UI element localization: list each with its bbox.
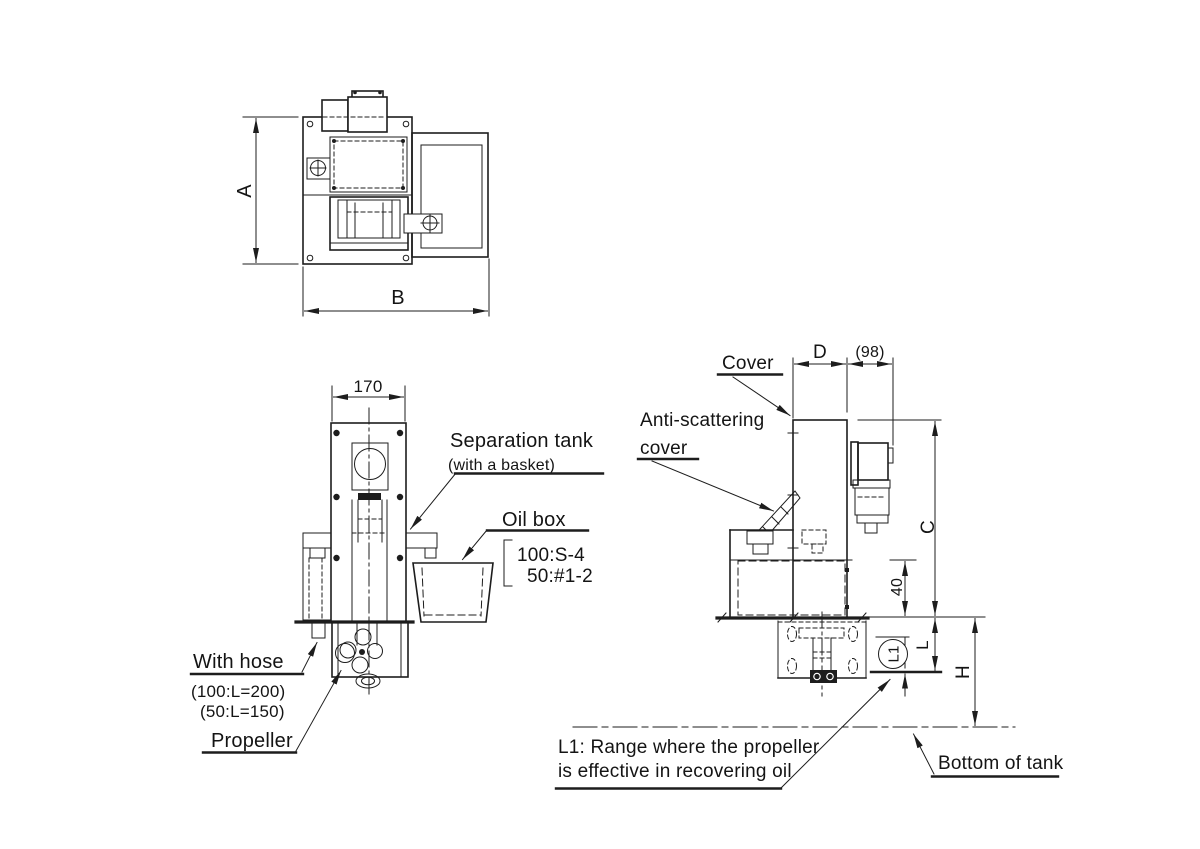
front-view: 170 [189, 377, 605, 754]
cover-leader [732, 376, 791, 417]
dimension-h-label: H [953, 665, 974, 679]
dimension-c: C [857, 419, 942, 616]
l1-note-text-1: L1: Range where the propeller [558, 737, 820, 758]
separation-tank-text: Separation tank [450, 430, 594, 452]
l1-note: L1: Range where the propeller is effecti… [554, 678, 891, 790]
with-hose-text: With hose [193, 651, 284, 673]
dimension-d-label: D [813, 342, 827, 363]
l1-balloon [878, 639, 908, 669]
side-view-motor [850, 441, 894, 534]
oil-box-text: Oil box [502, 509, 566, 531]
dimension-l: L [913, 618, 938, 671]
top-view: A B [234, 90, 490, 317]
front-view-pump [351, 442, 389, 623]
oil-box-spec-2: 50:#1-2 [527, 566, 593, 587]
anti-scattering-leader [651, 460, 775, 512]
top-view-tank [329, 136, 408, 193]
l1-note-text-2: is effective in recovering oil [558, 761, 792, 782]
bottom-of-tank-label: Bottom of tank [912, 733, 1064, 778]
spec-bracket [503, 539, 513, 587]
front-view-hose-column [302, 532, 332, 639]
anti-scattering-label: Anti-scattering cover [636, 410, 775, 512]
dimension-l1-label: L1 [886, 645, 903, 662]
with-hose-label: With hose (100:L=200) (50:L=150) [189, 641, 318, 721]
top-view-base-plate [302, 116, 413, 265]
dimension-h: H [953, 618, 978, 726]
dimension-98-label: (98) [855, 344, 884, 361]
top-view-left-fitting [306, 157, 331, 180]
l1-note-leader [780, 678, 891, 789]
side-view-propeller-housing [777, 611, 867, 697]
dimension-170: 170 [331, 377, 406, 422]
propeller-text: Propeller [211, 730, 293, 752]
propeller-label: Propeller [201, 669, 342, 754]
cover-label: Cover [716, 353, 791, 417]
hose-end [311, 621, 326, 639]
dimension-40-label: 40 [889, 578, 906, 596]
dimension-40: 40 [889, 559, 917, 616]
separation-tank-label: Separation tank (with a basket) [409, 430, 605, 530]
bottom-of-tank-leader [912, 733, 935, 775]
dimension-b-label: B [391, 287, 405, 309]
top-view-right-flange [403, 213, 443, 234]
dimension-170-label: 170 [354, 377, 383, 396]
dimension-a-label: A [234, 184, 256, 198]
side-view-cover [792, 419, 848, 619]
front-view-right-bracket [405, 532, 438, 559]
anti-scattering-text-1: Anti-scattering [640, 410, 764, 431]
anti-scattering-text-2: cover [640, 438, 688, 459]
dimension-d: D (98) [792, 342, 894, 446]
top-view-oil-box [411, 132, 489, 258]
cover-text: Cover [722, 353, 774, 374]
side-view-anti-scattering-cover [746, 490, 827, 555]
hose-spec-1: (100:L=200) [191, 682, 285, 701]
front-view-propeller-housing [331, 621, 409, 689]
with-hose-leader [301, 641, 318, 673]
hose-spec-2: (50:L=150) [200, 702, 285, 721]
propeller-blades [335, 628, 383, 674]
side-view: Cover Anti-scattering cover D (98) C [554, 342, 1064, 790]
separation-tank-leader [409, 472, 457, 530]
top-view-pump-block [329, 196, 409, 251]
propeller-leader [295, 669, 342, 752]
dimension-a: A [234, 116, 299, 265]
separation-tank-subtext: (with a basket) [448, 457, 555, 474]
oil-box-label: Oil box 100:S-4 50:#1-2 [461, 509, 593, 587]
side-view-tank [729, 529, 853, 619]
dimension-l1: L1 [869, 636, 943, 697]
dimension-l-label: L [913, 640, 932, 650]
oil-box-spec-1: 100:S-4 [517, 545, 585, 566]
top-view-motor [321, 90, 388, 133]
dimension-b: B [302, 258, 490, 317]
oil-box-leader [461, 529, 488, 561]
front-view-oil-box [412, 562, 494, 623]
bottom-of-tank-text: Bottom of tank [938, 753, 1064, 774]
dimension-c-label: C [918, 520, 939, 534]
